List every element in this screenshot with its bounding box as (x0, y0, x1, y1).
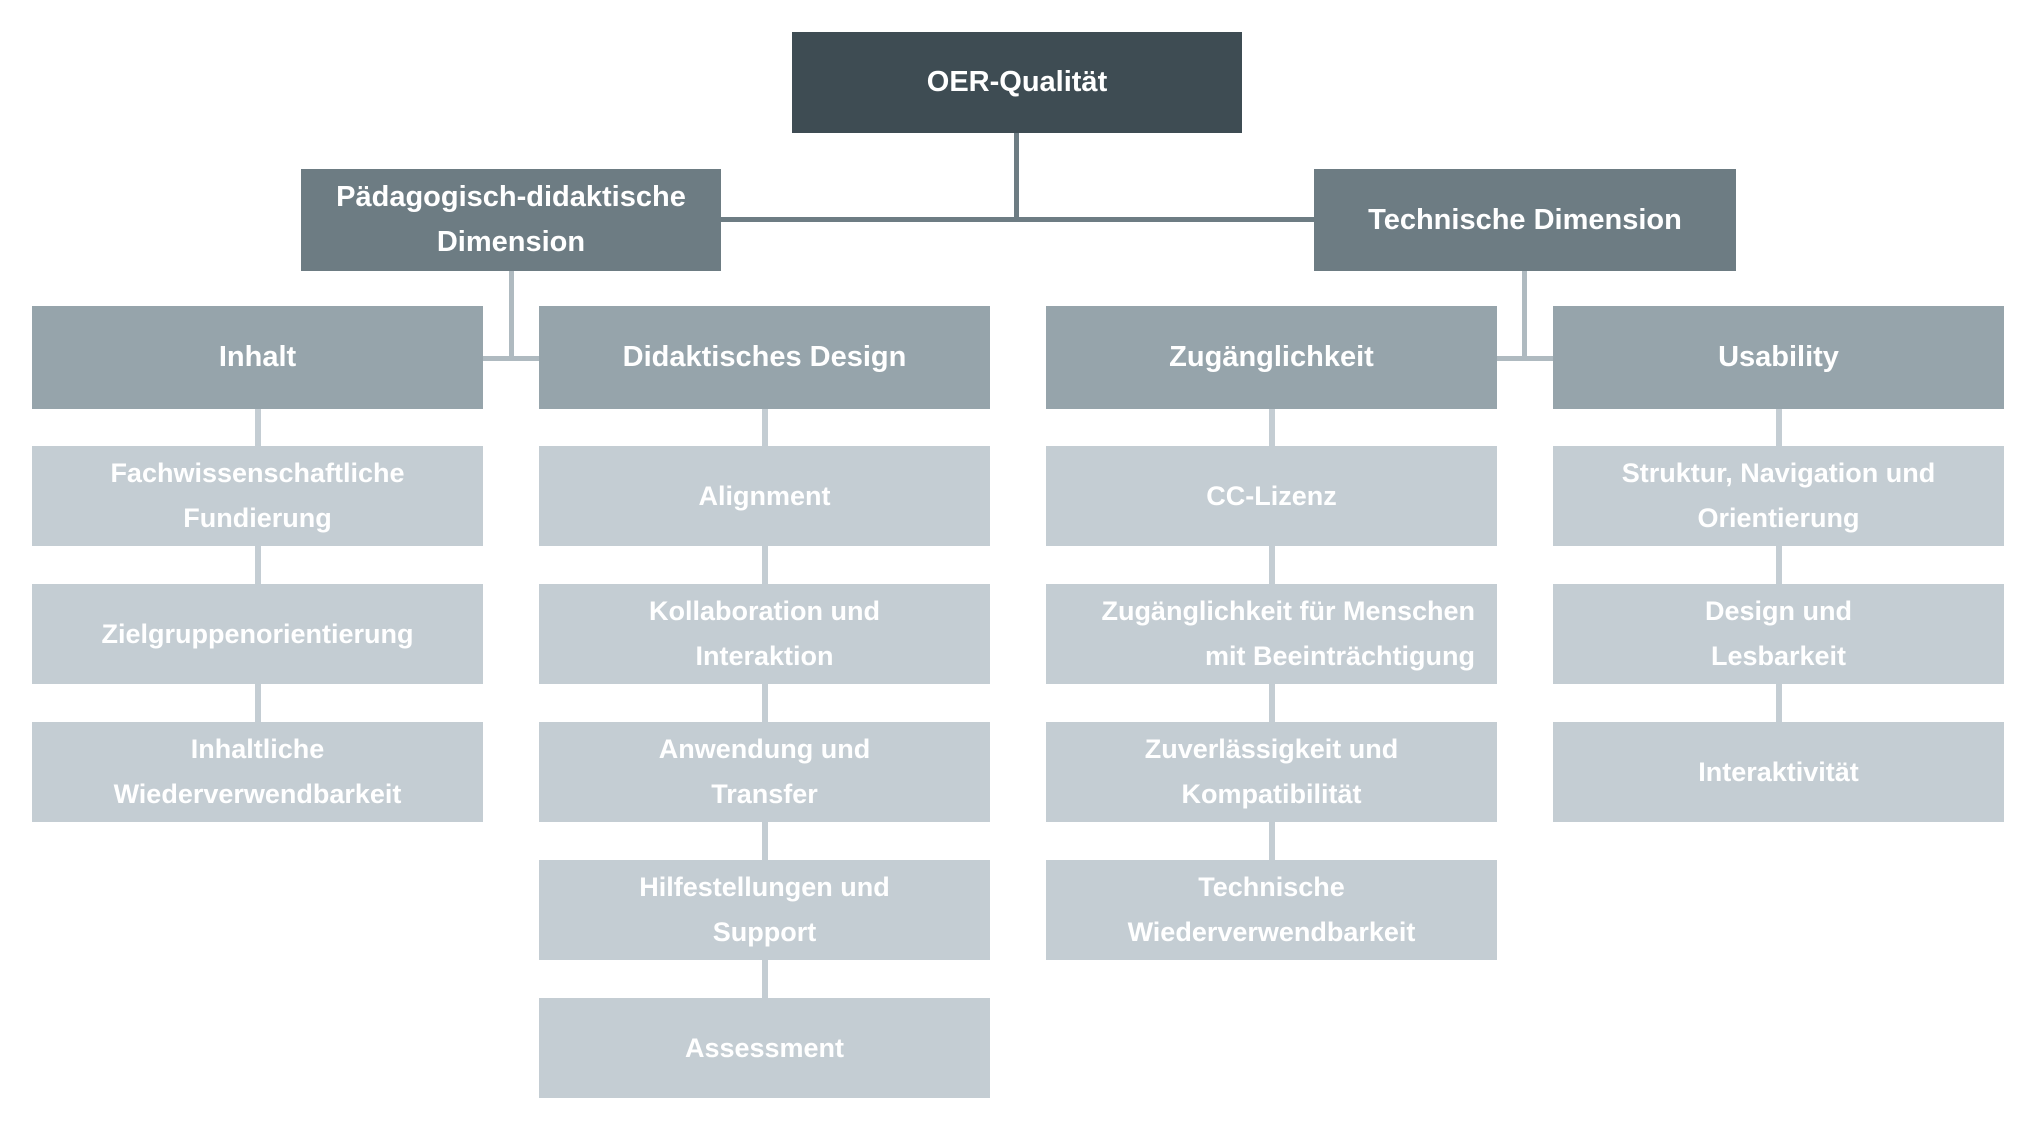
item-node-alignment: Alignment (539, 446, 990, 546)
connector-item-vertical (255, 546, 261, 584)
category-node-didaktisches-design: Didaktisches Design (539, 306, 990, 409)
item-node-zuverlaessigkeit-kompatibilitaet: Zuverlässigkeit und Kompatibilität (1046, 722, 1497, 822)
connector-item-vertical (255, 409, 261, 446)
connector-category-right-horizontal (1497, 356, 1553, 361)
item-node-hilfestellungen-support: Hilfestellungen und Support (539, 860, 990, 960)
connector-category-left-horizontal (483, 356, 539, 361)
item-node-label: Assessment (684, 1032, 845, 1063)
category-node-inhalt: Inhalt (32, 306, 483, 409)
item-node-label: Inhaltliche Wiederverwendbarkeit (113, 734, 402, 809)
item-node-fachwissenschaftliche-fundierung: Fachwissenschaftliche Fundierung (32, 446, 483, 546)
connector-item-vertical (1776, 409, 1782, 446)
root-node-label: OER-Qualität (926, 66, 1108, 98)
category-node-zugaenglichkeit: Zugänglichkeit (1046, 306, 1497, 409)
item-node-inhaltliche-wiederverwendbarkeit: Inhaltliche Wiederverwendbarkeit (32, 722, 483, 822)
item-node-label: Struktur, Navigation und Orientierung (1621, 458, 1936, 533)
connector-item-vertical (1776, 546, 1782, 584)
dimension-node-label: Pädagogisch-didaktische Dimension (336, 181, 686, 258)
item-node-struktur-navigation-orientierung: Struktur, Navigation und Orientierung (1553, 446, 2004, 546)
item-node-cc-lizenz: CC-Lizenz (1046, 446, 1497, 546)
item-node-interaktivitaet: Interaktivität (1553, 722, 2004, 822)
connector-dimension-right-vertical (1522, 271, 1527, 361)
connector-item-vertical (1269, 684, 1275, 722)
item-node-kollaboration-interaktion: Kollaboration und Interaktion (539, 584, 990, 684)
connector-item-vertical (1269, 822, 1275, 860)
item-node-label: Design und Lesbarkeit (1705, 596, 1852, 671)
category-node-label: Zugänglichkeit (1169, 341, 1374, 373)
item-node-label: Zuverlässigkeit und Kompatibilität (1144, 734, 1399, 809)
dimension-node-label: Technische Dimension (1368, 203, 1682, 236)
connector-item-vertical (1269, 546, 1275, 584)
connector-item-vertical (762, 960, 768, 998)
item-node-zugaenglichkeit-menschen-beeintraechtigung: Zugänglichkeit für Menschen mit Beeinträ… (1046, 584, 1497, 684)
item-node-label: Zugänglichkeit für Menschen mit Beeinträ… (1101, 596, 1475, 671)
category-node-label: Usability (1718, 341, 1839, 373)
dimension-node-paedagogisch-didaktisch: Pädagogisch-didaktische Dimension (301, 169, 721, 271)
item-node-label: Hilfestellungen und Support (639, 872, 890, 947)
item-node-technische-wiederverwendbarkeit: Technische Wiederverwendbarkeit (1046, 860, 1497, 960)
connector-item-vertical (762, 822, 768, 860)
item-node-label: Fachwissenschaftliche Fundierung (110, 458, 405, 533)
item-node-zielgruppenorientierung: Zielgruppenorientierung (32, 584, 483, 684)
category-node-label: Didaktisches Design (622, 341, 907, 373)
item-node-anwendung-transfer: Anwendung und Transfer (539, 722, 990, 822)
root-node-oer-qualitaet: OER-Qualität (792, 32, 1242, 133)
connector-item-vertical (1269, 409, 1275, 446)
connector-item-vertical (762, 684, 768, 722)
category-node-usability: Usability (1553, 306, 2004, 409)
connector-dimensions-horizontal (721, 217, 1314, 222)
connector-dimension-left-vertical (509, 271, 514, 361)
category-node-label: Inhalt (218, 341, 297, 373)
item-node-label: Technische Wiederverwendbarkeit (1127, 872, 1416, 947)
connector-item-vertical (762, 409, 768, 446)
item-node-assessment: Assessment (539, 998, 990, 1098)
item-node-label: Zielgruppenorientierung (101, 618, 414, 649)
item-node-label: Interaktivität (1698, 756, 1859, 787)
connector-item-vertical (762, 546, 768, 584)
item-node-design-lesbarkeit: Design und Lesbarkeit (1553, 584, 2004, 684)
item-node-label: Kollaboration und Interaktion (649, 596, 880, 671)
connector-root-vertical (1014, 133, 1019, 222)
item-node-label: Anwendung und Transfer (658, 734, 871, 809)
connector-item-vertical (255, 684, 261, 722)
connector-item-vertical (1776, 684, 1782, 722)
item-node-label: Alignment (698, 480, 831, 511)
item-node-label: CC-Lizenz (1206, 480, 1337, 511)
dimension-node-technisch: Technische Dimension (1314, 169, 1736, 271)
